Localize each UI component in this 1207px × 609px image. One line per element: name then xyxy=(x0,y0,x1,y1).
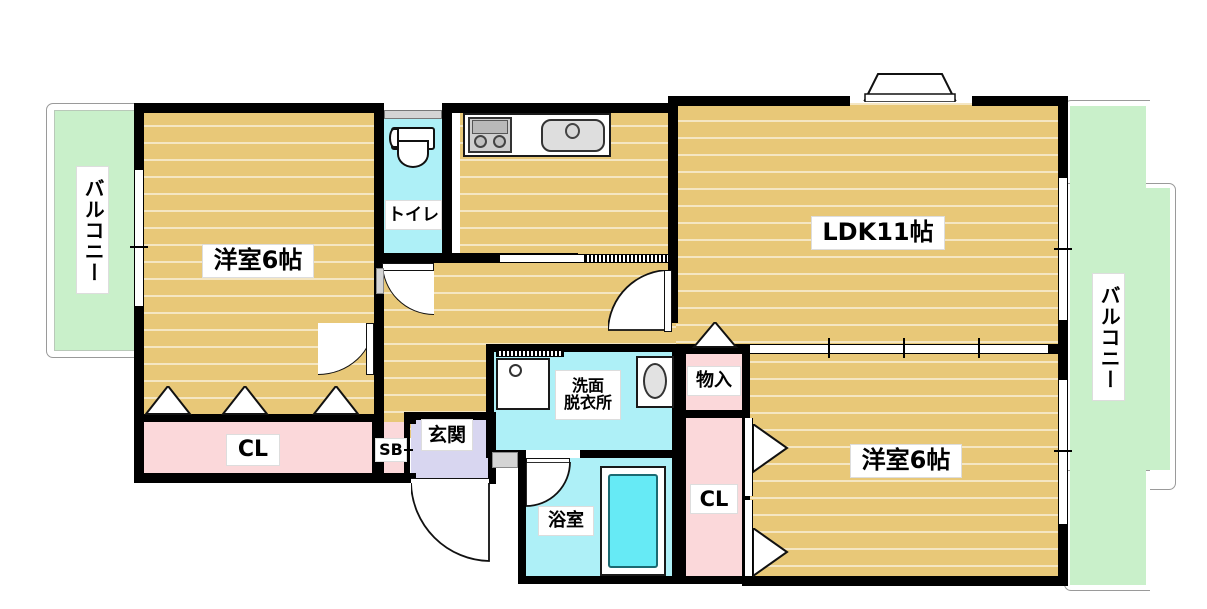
wall-washroom-top xyxy=(486,344,682,352)
hall-step-block xyxy=(376,268,384,294)
toilet-label: トイレ xyxy=(385,200,442,230)
closet-right-slide-bottom[interactable] xyxy=(744,500,753,576)
bay-window xyxy=(863,73,957,102)
washroom-vent-rail xyxy=(496,350,564,357)
balcony-right-seam2 xyxy=(1070,464,1146,476)
washing-machine xyxy=(496,358,550,410)
wall-left-top xyxy=(134,103,384,113)
toilet-door-leaf[interactable] xyxy=(382,263,434,271)
storage-fold-icon xyxy=(691,322,739,348)
wall-room-right-outer-low xyxy=(1058,524,1068,584)
wall-room-right-bottom xyxy=(742,576,1068,586)
toilet-lid-icon xyxy=(389,128,399,148)
burner-left-icon xyxy=(474,135,487,148)
bathroom-label: 浴室 xyxy=(538,506,594,536)
wall-bathroom-bottom xyxy=(518,576,680,584)
closet-right-label: CL xyxy=(690,484,738,514)
kitchen-hall-sliding-door[interactable] xyxy=(500,254,584,263)
balcony-right-label: バルコニー xyxy=(1092,273,1125,401)
balcony-left-label: バルコニー xyxy=(76,166,109,294)
wall-closet-right-bottom xyxy=(678,576,750,584)
storage-label: 物入 xyxy=(687,366,741,396)
wall-washroom-right xyxy=(672,344,680,584)
wall-kitchen-top xyxy=(452,103,678,113)
shoebox-label: SB xyxy=(375,438,407,462)
wall-ldk-top-left xyxy=(668,96,850,106)
window-left-room-tick xyxy=(130,246,148,248)
closet-right-slide-top[interactable] xyxy=(744,418,753,496)
balcony-right-a xyxy=(1070,106,1146,188)
wall-leftroom-right xyxy=(374,103,384,273)
washroom-label-line2: 脱衣所 xyxy=(563,393,612,412)
partition-tick-3 xyxy=(978,338,980,358)
balcony-right-seam1 xyxy=(1070,180,1146,192)
closet-left-fold-icons xyxy=(143,386,361,415)
wall-ldk-left-upper xyxy=(668,103,678,263)
closet-right-arrow-top-icon xyxy=(753,424,789,474)
ldk-window-tick xyxy=(1054,248,1072,250)
balcony-right-c xyxy=(1070,470,1146,585)
wall-washroom-bottom2 xyxy=(580,450,680,458)
washroom-label-line1: 洗面 xyxy=(571,376,604,396)
wall-ldk-right-lower xyxy=(1058,318,1068,354)
wall-hall-ldk xyxy=(668,263,678,323)
partition-tick-1 xyxy=(828,338,830,358)
bathroom-door-swing[interactable] xyxy=(526,462,572,508)
wall-ldk-bottom-left xyxy=(676,344,748,354)
wall-corridor-bottom xyxy=(406,414,416,424)
wall-ldk-top-right xyxy=(972,96,1068,106)
shoebox-handle xyxy=(404,449,413,451)
wall-washroom-left xyxy=(486,344,494,450)
ldk-room-right-sliding-partition[interactable] xyxy=(748,344,1054,354)
entrance-step-block xyxy=(492,452,518,468)
wall-left-bottom xyxy=(134,473,416,483)
room-left-label: 洋室6帖 xyxy=(202,244,314,278)
wall-sb-right xyxy=(404,414,410,482)
wall-ldk-right xyxy=(1058,96,1068,178)
closet-left-label: CL xyxy=(226,434,280,466)
wall-closet-left-top xyxy=(140,414,372,422)
wall-leftroom-right-lower xyxy=(374,273,384,483)
room-right-window-main[interactable] xyxy=(1058,380,1068,524)
wall-toilet-right xyxy=(442,103,452,263)
toilet-tank-shelf xyxy=(384,110,442,119)
room-left-door-leaf[interactable] xyxy=(366,323,374,375)
wall-storage-left xyxy=(678,344,686,584)
partition-tick-2 xyxy=(903,338,905,358)
wall-storage-bottom xyxy=(678,410,750,418)
wall-toilet-bottom xyxy=(374,253,452,263)
sink-drain-icon xyxy=(565,123,580,139)
room-right-label: 洋室6帖 xyxy=(850,444,962,478)
ldk-door-leaf[interactable] xyxy=(664,270,672,332)
stove-grill xyxy=(472,120,508,134)
bathtub xyxy=(608,474,658,568)
washroom-label: 洗面 脱衣所 xyxy=(555,370,621,420)
vanity-basin xyxy=(643,363,667,399)
ldk-door-swing[interactable] xyxy=(608,270,672,332)
wall-bathroom-left xyxy=(518,450,526,584)
window-left-room[interactable] xyxy=(134,170,144,306)
entrance-label: 玄関 xyxy=(421,419,473,451)
closet-right-arrow-bottom-icon xyxy=(753,528,789,578)
wall-entrance-top xyxy=(404,412,496,420)
room-right-window-tick xyxy=(1054,450,1072,452)
entrance-door-swing[interactable] xyxy=(411,483,491,563)
washing-machine-drum-icon xyxy=(509,364,522,377)
ldk-label: LDK11帖 xyxy=(811,216,945,250)
kitchen-hanging-rail xyxy=(584,254,672,263)
toilet-seat xyxy=(397,140,429,168)
burner-right-icon xyxy=(493,135,506,148)
